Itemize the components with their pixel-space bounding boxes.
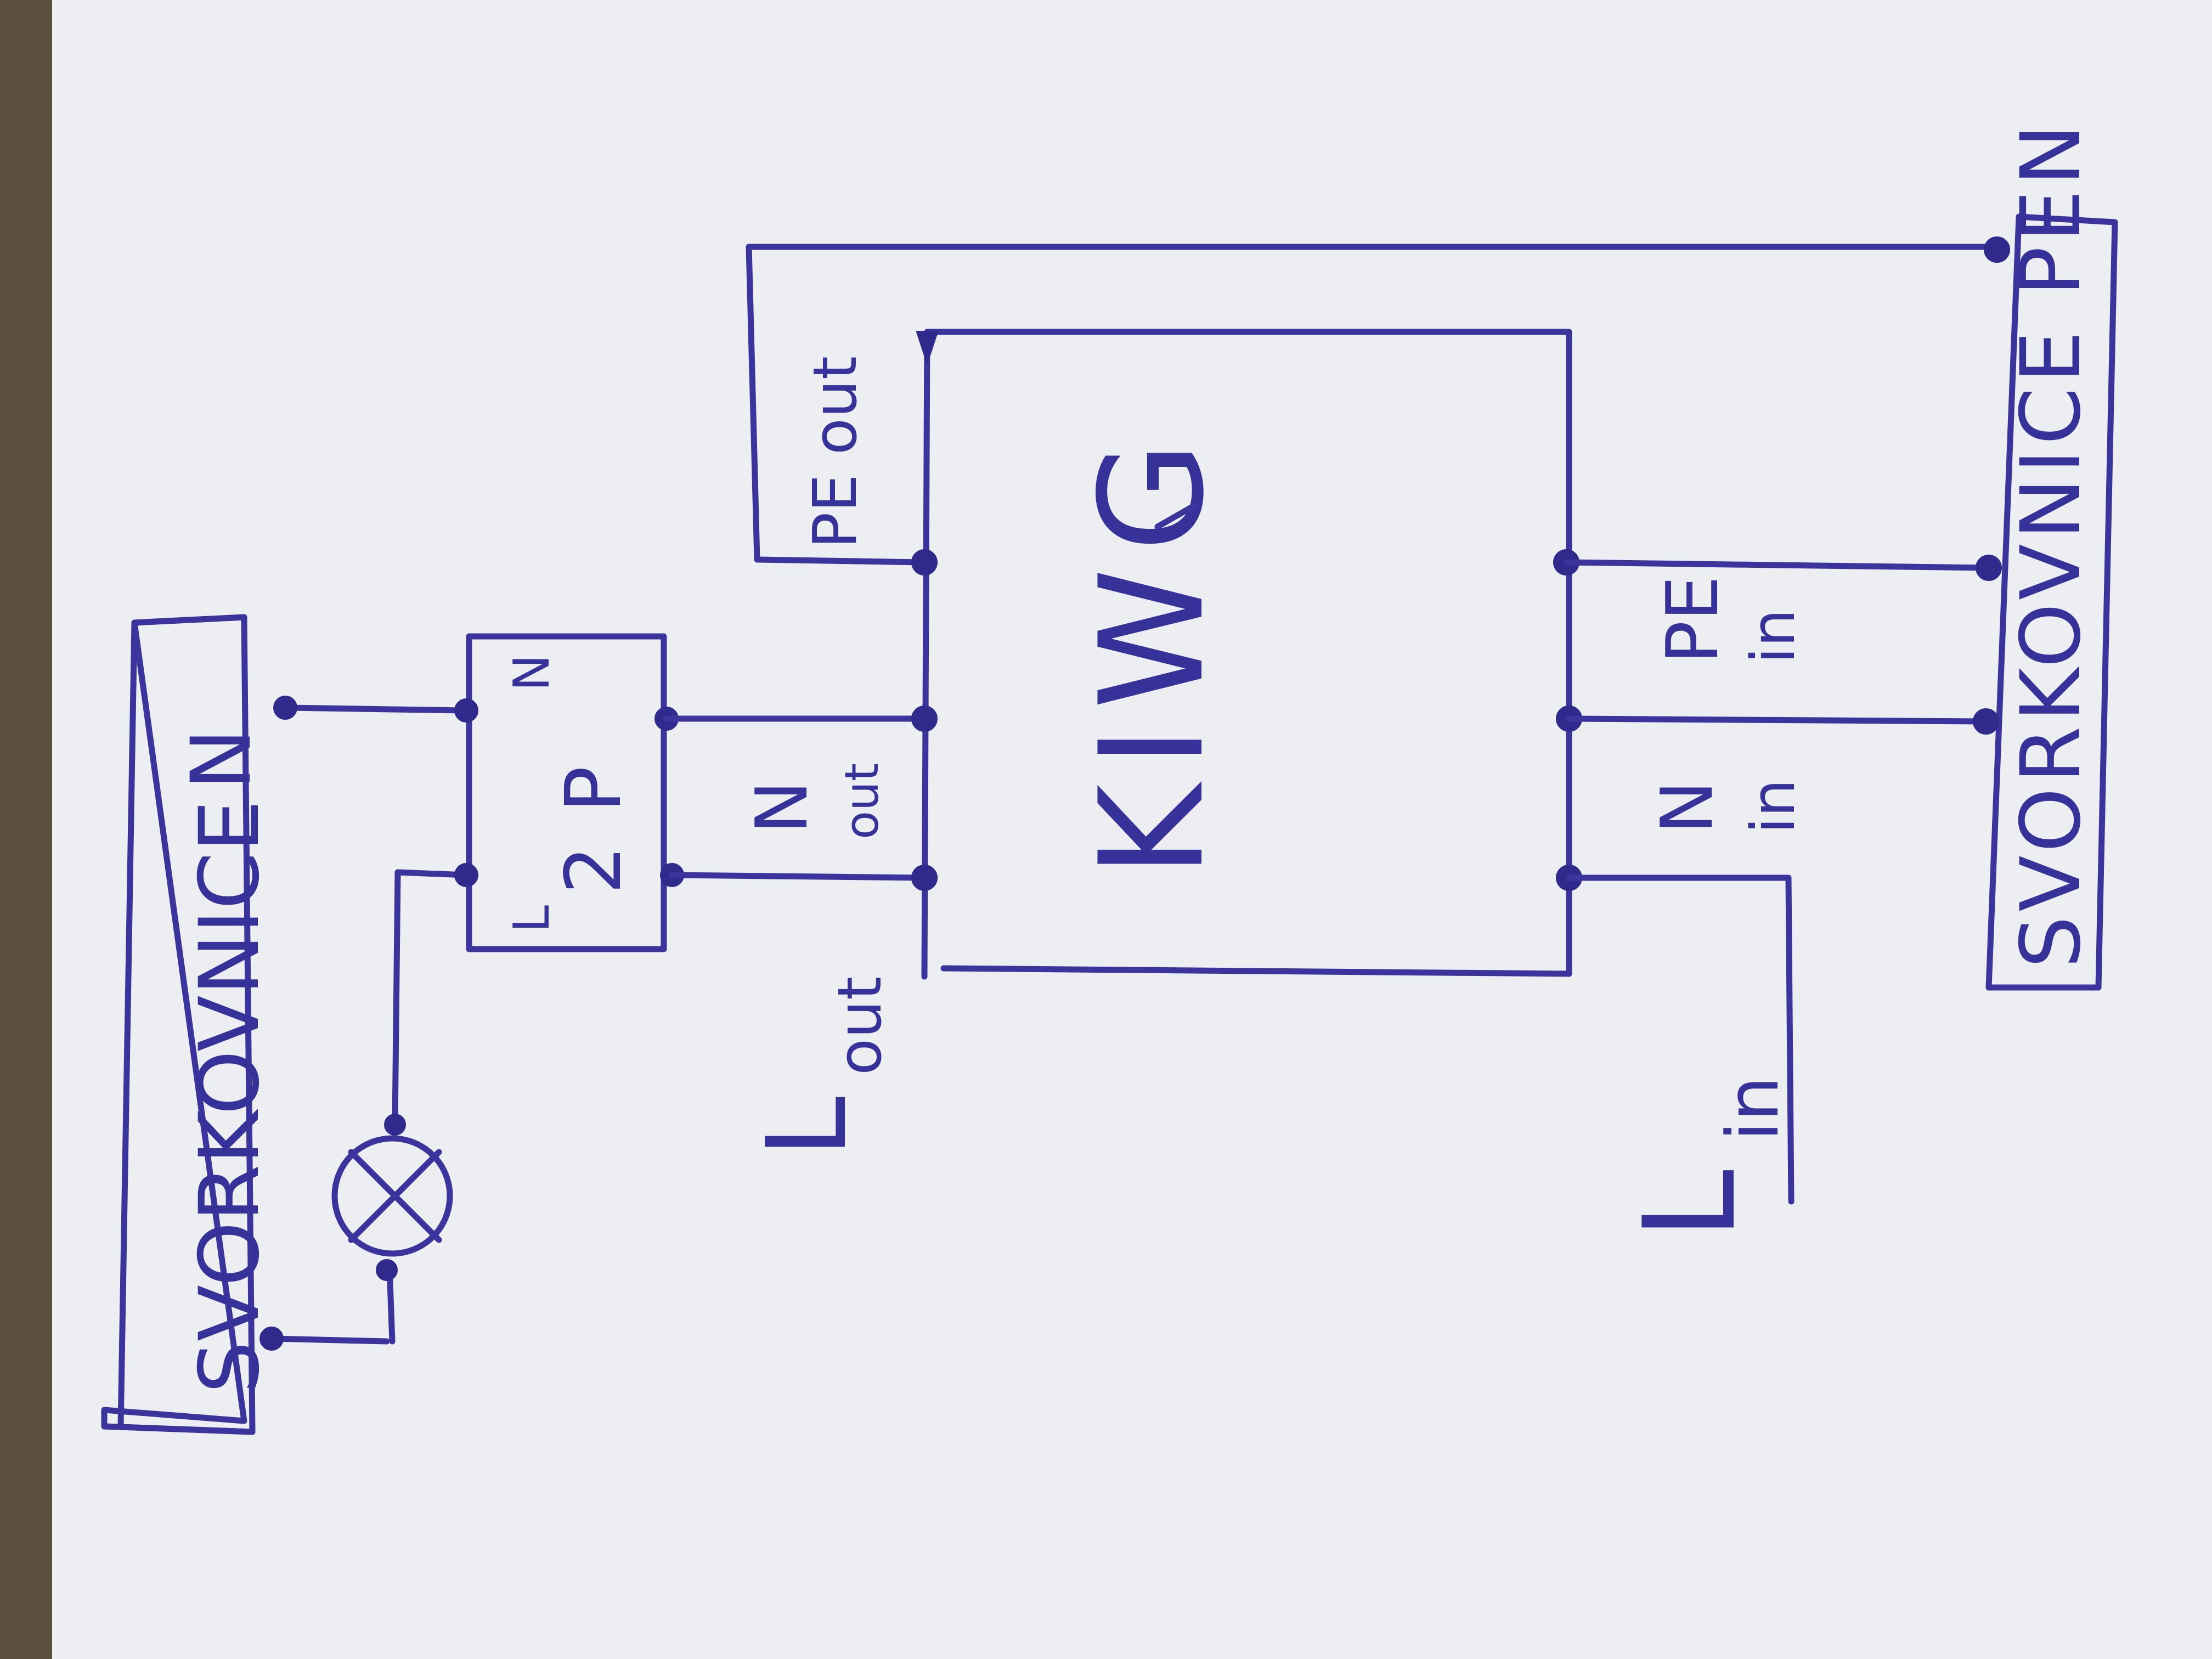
l-out-sub: out: [825, 977, 895, 1075]
pe-in-letters: PE: [1651, 575, 1734, 664]
breaker-name: 2P: [549, 733, 639, 895]
terminal-n-bottom-dot: [259, 1327, 284, 1351]
paper-shadow-edge: [0, 0, 52, 1659]
n-out-letter: N: [740, 781, 823, 834]
pe-out-wire: [746, 244, 2003, 566]
terminal-block-n-label: SVORKOVNICE: [182, 800, 278, 1393]
n-in-sub: in: [1738, 779, 1808, 834]
terminal-n-letter: N: [174, 729, 269, 790]
breaker-n-label: N: [503, 654, 561, 691]
l-in-sub: in: [1711, 1076, 1795, 1141]
pe-out-label: PE out: [800, 356, 870, 549]
kiwg-label: KIWG: [1070, 425, 1235, 878]
paper-sheet: [33, 0, 2212, 1659]
kiwg-device: [924, 329, 1572, 977]
terminal-n-dot: [273, 696, 297, 720]
n-out-sub: out: [835, 763, 889, 839]
breaker-2p: [466, 633, 667, 952]
terminal-block-pen: [1985, 213, 2118, 991]
l-out-letter: L: [743, 1097, 871, 1158]
lamp-icon: [331, 1135, 453, 1257]
pe-in-sub: in: [1738, 609, 1808, 664]
breaker-l-label: L: [503, 905, 561, 933]
n-in-letter: N: [1645, 781, 1729, 834]
terminal-block-pen-label: SVORKOVNICE PEN: [2004, 120, 2099, 968]
l-in-letter: L: [1617, 1170, 1764, 1240]
